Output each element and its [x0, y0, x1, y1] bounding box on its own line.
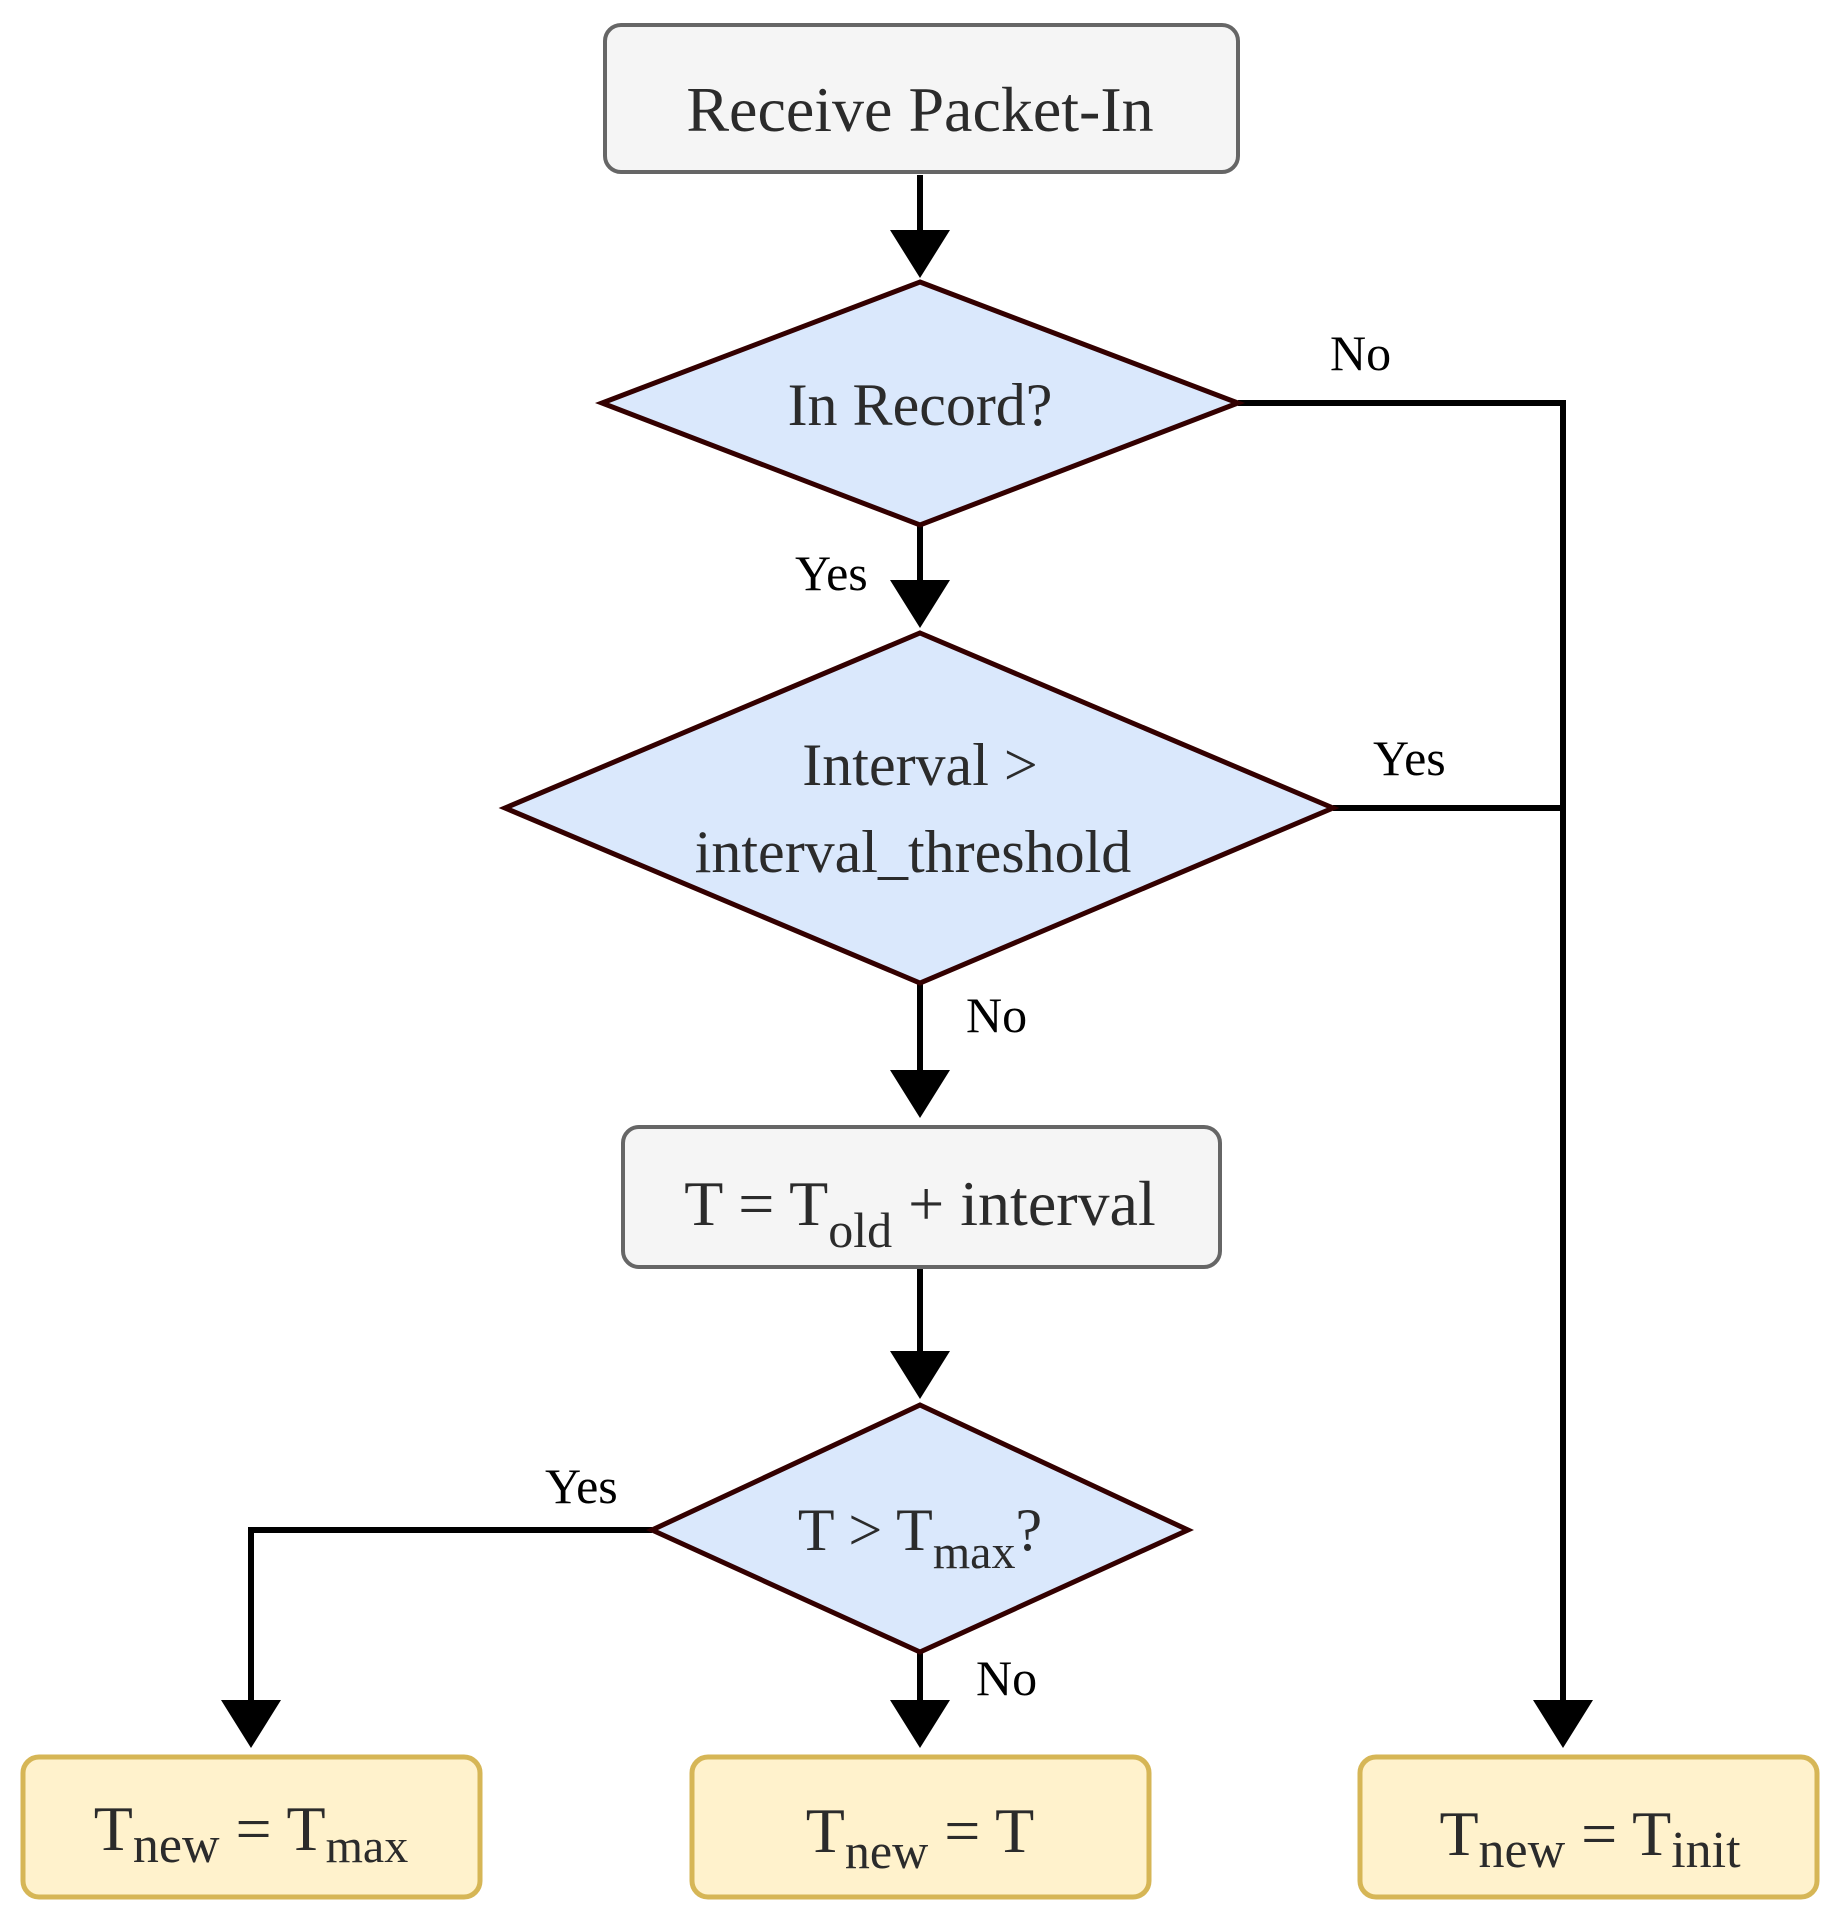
out-tmax-mid: = T [220, 1793, 326, 1864]
compute-t-node: T = Told + interval [621, 1125, 1222, 1269]
out-t-node: Tnew = T [689, 1754, 1152, 1900]
receive-packet-in-label: Receive Packet-In [686, 74, 1153, 145]
compute-t-left: T = T [684, 1168, 828, 1239]
compute-t-label: T = Told + interval [684, 1168, 1155, 1258]
t-max-decision: T > Tmax? [646, 1402, 1194, 1655]
edge-tmax-yes [221, 1527, 652, 1748]
receive-packet-in-node: Receive Packet-In [603, 23, 1240, 174]
compute-t-right: + interval [892, 1168, 1156, 1239]
t-max-label: T > Tmax? [798, 1497, 1042, 1579]
out-t-label: Tnew = T [806, 1795, 1034, 1879]
out-tinit-sub-init: init [1671, 1822, 1741, 1879]
out-tmax-t: T [94, 1793, 133, 1864]
out-tmax-sub-new: new [133, 1817, 220, 1874]
out-tinit-label: Tnew = Tinit [1439, 1798, 1741, 1879]
out-tmax-sub-max: max [326, 1820, 409, 1873]
t-max-left: T > T [798, 1497, 933, 1563]
t-max-sub: max [933, 1526, 1016, 1579]
compute-t-sub: old [828, 1202, 892, 1258]
edge-label-tmax-yes: Yes [545, 1458, 618, 1514]
interval-line2-label: interval_threshold [695, 819, 1132, 885]
edge-label-tmax-no: No [976, 1650, 1037, 1706]
in-record-decision: In Record? [594, 279, 1246, 528]
edge-in-record-no [1238, 400, 1566, 808]
out-tmax-label: Tnew = Tmax [94, 1793, 408, 1874]
out-tmax-node: Tnew = Tmax [20, 1754, 483, 1900]
in-record-label: In Record? [788, 372, 1053, 438]
out-t-t: T [806, 1795, 845, 1866]
out-t-sub-new: new [845, 1823, 928, 1879]
edge-label-interval-yes: Yes [1373, 730, 1446, 786]
out-tinit-mid: = T [1565, 1798, 1671, 1869]
out-tinit-node: Tnew = Tinit [1357, 1754, 1820, 1900]
edge-label-in-record-no: No [1330, 325, 1391, 381]
edge-label-interval-no: No [966, 987, 1027, 1043]
out-tinit-t: T [1439, 1798, 1478, 1869]
interval-threshold-decision: Interval > interval_threshold [498, 630, 1340, 986]
edge-label-in-record-yes: Yes [795, 545, 868, 601]
t-max-right: ? [1015, 1497, 1042, 1563]
out-tinit-sub-new: new [1479, 1822, 1566, 1879]
out-t-mid: = T [928, 1795, 1034, 1866]
interval-line1-label: Interval > [802, 732, 1037, 798]
